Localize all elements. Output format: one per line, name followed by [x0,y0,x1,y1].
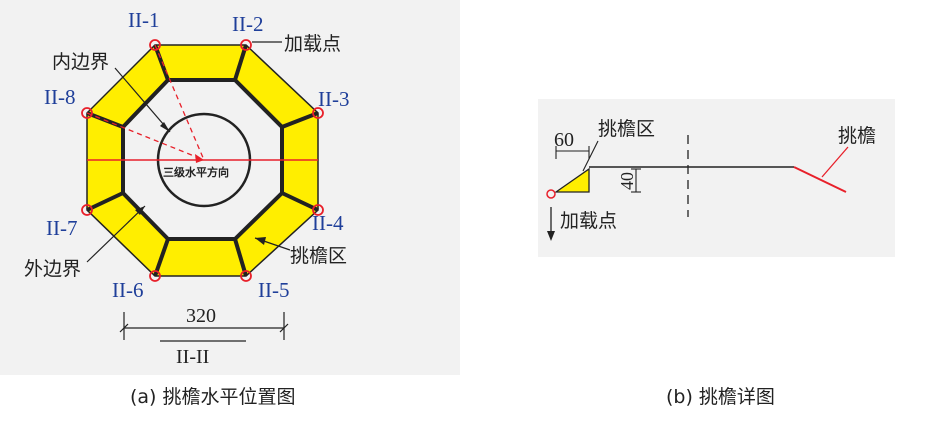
overhang-zone-leader [582,140,599,172]
inner-boundary-arrowhead [160,122,170,132]
caption-a: (a) 挑檐水平位置图 [130,386,296,408]
point-label-II-3: II-3 [318,87,349,111]
height-dimension [631,168,641,193]
outer-boundary-arrowhead [135,206,145,215]
panel-b-detail: 60 40 挑檐区 挑檐 加载点 [538,99,895,257]
overhang-arrowhead [255,237,266,245]
point-label-II-5: II-5 [258,278,289,302]
point-label-II-6: II-6 [112,278,143,302]
panel-a-diagram: 三级水平方向 II-1 II-2 II-3 II-4 II-5 II-6 II-… [24,8,349,368]
width-dimension [555,146,590,159]
panel-a-plan: 三级水平方向 II-1 II-2 II-3 II-4 II-5 II-6 II-… [0,0,460,375]
height-dimension-label: 40 [617,172,637,190]
overhang-leader [821,146,849,178]
point-label-II-4: II-4 [312,211,344,235]
width-dimension-label: 60 [554,129,574,151]
radial-segments [86,44,319,277]
direction-arrowhead [195,154,204,163]
inner-boundary-label: 内边界 [52,51,109,73]
loading-point-label: 加载点 [284,33,341,55]
point-label-II-1: II-1 [128,8,159,32]
section-label: II-II [176,346,209,368]
overhang-zone-label: 挑檐区 [598,118,655,140]
caption-b: (b) 挑檐详图 [666,386,775,408]
point-label-II-8: II-8 [44,85,75,109]
point-label-II-7: II-7 [46,216,77,240]
outer-boundary-label: 外边界 [24,258,81,280]
loading-point-markers [81,39,324,282]
direction-rays [86,44,205,161]
loading-point-label: 加载点 [560,210,617,232]
load-arrowhead [547,231,555,241]
panel-b-diagram: 60 40 挑檐区 挑檐 加载点 [546,118,876,241]
overhang-triangle [553,167,590,193]
overhang-zone-label: 挑檐区 [290,245,347,267]
dimension-label: 320 [186,305,216,327]
point-label-II-2: II-2 [232,12,263,36]
overhang-slope [793,166,847,193]
loading-point-marker [546,189,556,199]
dimension-line [119,312,289,340]
direction-label: 三级水平方向 [163,165,229,179]
overhang-label: 挑檐 [838,125,876,147]
